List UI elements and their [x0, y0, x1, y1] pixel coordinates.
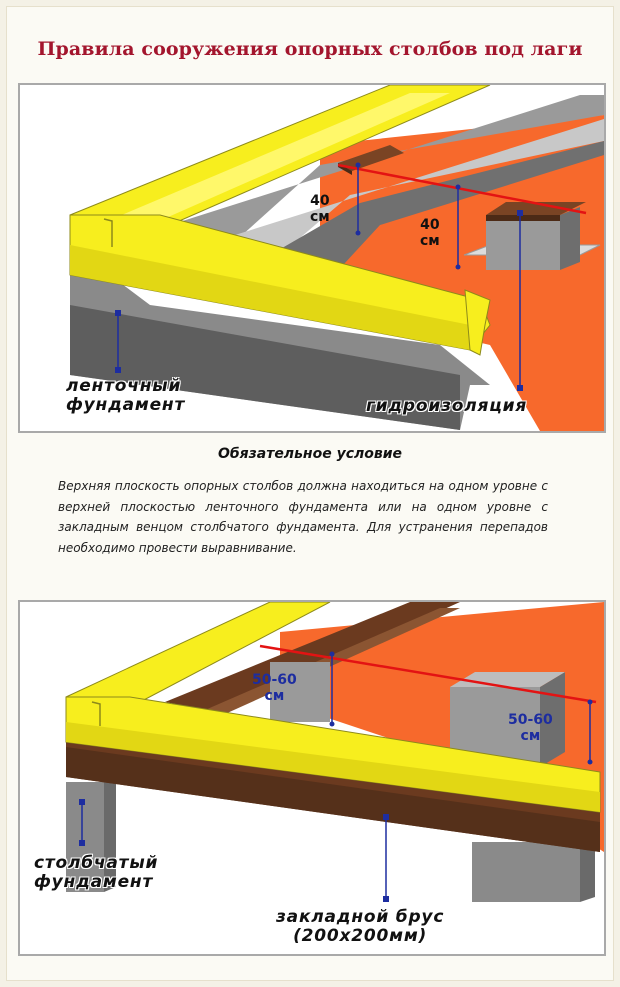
- yellow-beam-end: [464, 289, 491, 356]
- level-line: [337, 163, 587, 215]
- brown-beam-front-side: [66, 747, 600, 852]
- support-post: [450, 687, 540, 767]
- support-post-right-front: [486, 215, 560, 270]
- support-post-right-side: [560, 207, 580, 270]
- support-post-left-top: [338, 145, 404, 171]
- yellow-beam-front-side: [70, 245, 470, 350]
- column-right: [472, 842, 580, 902]
- column-left: [66, 782, 104, 892]
- strip-foundation-illustration: [20, 85, 604, 431]
- support-post-right-cap: [486, 202, 586, 215]
- waterproofing-label: гидроизоляция: [366, 396, 528, 416]
- columnar-foundation-illustration: [20, 602, 604, 954]
- embedded-beam-label: закладной брус(200х200мм): [276, 907, 445, 946]
- condition-text: Верхняя плоскость опорных столбов должна…: [58, 479, 548, 555]
- ground-surface: [320, 115, 604, 431]
- back-foundation-top: [235, 119, 604, 255]
- yellow-beam-front-side: [66, 722, 600, 812]
- page-title: Правила сооружения опорных столбов под л…: [37, 38, 583, 60]
- brown-beam-back: [165, 602, 460, 712]
- yellow-beam-back-highlight: [110, 93, 450, 225]
- level-line: [259, 644, 597, 704]
- strip-foundation-front: [70, 305, 460, 430]
- back-foundation-shadow: [270, 141, 604, 290]
- condition-heading: Обязательное условие: [217, 446, 403, 462]
- support-post-back: [270, 662, 330, 722]
